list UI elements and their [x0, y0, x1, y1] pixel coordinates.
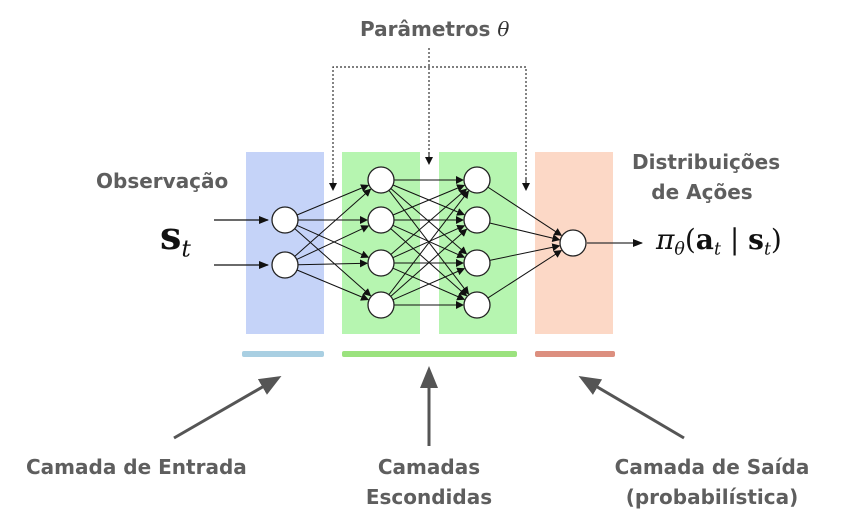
connection-l2-0-0: [487, 186, 563, 236]
connection-l0-1-0: [294, 188, 372, 257]
neuron-layer2-2: [463, 249, 491, 277]
input-layer-label: Camada de Entrada: [26, 455, 247, 479]
connection-l2-1-0: [489, 222, 561, 242]
neuron-layer1-1: [367, 206, 395, 234]
theta-symbol: θ: [497, 17, 510, 41]
output-layer-line-1: Camada de Saída: [614, 455, 810, 479]
neuron-layer3-0: [559, 229, 587, 257]
output-layer-underline: [535, 351, 615, 357]
connection-l0-1-1: [296, 225, 370, 260]
output-layer-line-2: (probabilística): [625, 485, 799, 509]
neuron-layer2-3: [463, 291, 491, 319]
state-letter: s: [160, 213, 182, 258]
neuron-layer1-2: [367, 249, 395, 277]
network-connections: [294, 176, 563, 309]
given-bar: |: [720, 223, 749, 256]
callout-arrow-input: [173, 376, 282, 440]
action-letter: a: [695, 223, 714, 256]
connection-l1-3-2: [392, 267, 466, 301]
hidden-layers-underline: [342, 351, 517, 357]
distributions-line-2: de Ações: [651, 180, 753, 204]
state-symbol: st: [160, 213, 191, 261]
output-layer-label: Camada de Saída (probabilística): [607, 452, 817, 512]
connection-l0-1-2: [297, 259, 369, 268]
distributions-line-1: Distribuições: [632, 150, 781, 174]
action-subscript: t: [713, 239, 721, 260]
connection-l1-1-0: [392, 184, 466, 216]
neuron-layer1-3: [367, 291, 395, 319]
state-subscript-2: t: [763, 239, 771, 260]
connection-l1-2-1: [392, 224, 466, 259]
callout-arrow-output: [578, 375, 685, 440]
connection-l2-3-0: [487, 250, 563, 299]
connection-l0-0-2: [296, 224, 370, 259]
network-nodes: [271, 166, 587, 319]
neuron-layer1-0: [367, 166, 395, 194]
connection-l1-3-1: [390, 228, 468, 297]
neuron-layer2-1: [463, 206, 491, 234]
connection-l0-1-3: [296, 269, 370, 301]
observation-label: Observação: [96, 169, 229, 193]
connection-l1-3-0: [388, 190, 470, 295]
parameter-bracket: [332, 48, 527, 188]
close-paren: ): [770, 223, 782, 256]
connection-l0-0-0: [296, 184, 370, 216]
parameters-text: Parâmetros: [360, 17, 491, 41]
policy-theta: θ: [674, 239, 685, 260]
hidden-layers-line-2: Escondidas: [365, 485, 493, 509]
neuron-layer2-0: [463, 166, 491, 194]
open-paren: (: [684, 223, 696, 256]
neuron-layer0-1: [271, 251, 299, 279]
connection-l1-2-0: [390, 188, 468, 255]
distributions-label: Distribuições de Ações: [632, 147, 781, 207]
neuron-layer0-0: [271, 206, 299, 234]
connection-l0-0-3: [294, 228, 372, 297]
state-letter-2: s: [748, 223, 764, 256]
connection-l2-2-0: [489, 243, 561, 261]
parameters-label: Parâmetros θ: [360, 14, 509, 44]
input-layer-underline: [242, 351, 324, 357]
input-layer-band: [246, 152, 324, 334]
policy-pi: π: [656, 223, 675, 256]
hidden-layers-line-1: Camadas: [377, 455, 481, 479]
hidden-layers-label: Camadas Escondidas: [349, 452, 509, 512]
state-subscript: t: [181, 234, 191, 263]
policy-expression: πθ(at | st): [656, 222, 782, 258]
